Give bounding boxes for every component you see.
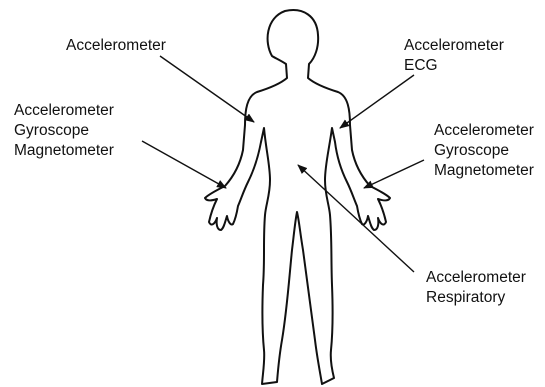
label-text: Magnetometer: [14, 141, 114, 161]
label-text: Magnetometer: [434, 161, 534, 181]
label-text: Gyroscope: [434, 141, 534, 161]
arrow-top-right: [340, 75, 414, 128]
label-top-left: Accelerometer: [66, 36, 166, 56]
label-text: Accelerometer: [66, 36, 166, 56]
arrow-mid-right: [364, 160, 424, 188]
arrows: [142, 56, 424, 272]
label-mid-left: Accelerometer Gyroscope Magnetometer: [14, 101, 114, 161]
label-text: Respiratory: [426, 288, 526, 308]
arrow-bottom-right: [298, 165, 414, 272]
label-text: Accelerometer: [404, 36, 504, 56]
label-text: Accelerometer: [14, 101, 114, 121]
label-text: Gyroscope: [14, 121, 114, 141]
label-bottom-right: Accelerometer Respiratory: [426, 268, 526, 308]
arrow-top-left: [160, 56, 254, 122]
label-text: Accelerometer: [426, 268, 526, 288]
arrow-mid-left: [142, 141, 226, 188]
label-top-right: Accelerometer ECG: [404, 36, 504, 76]
label-text: ECG: [404, 56, 504, 76]
label-mid-right: Accelerometer Gyroscope Magnetometer: [434, 121, 534, 181]
human-body-outline-icon: [205, 10, 390, 384]
label-text: Accelerometer: [434, 121, 534, 141]
